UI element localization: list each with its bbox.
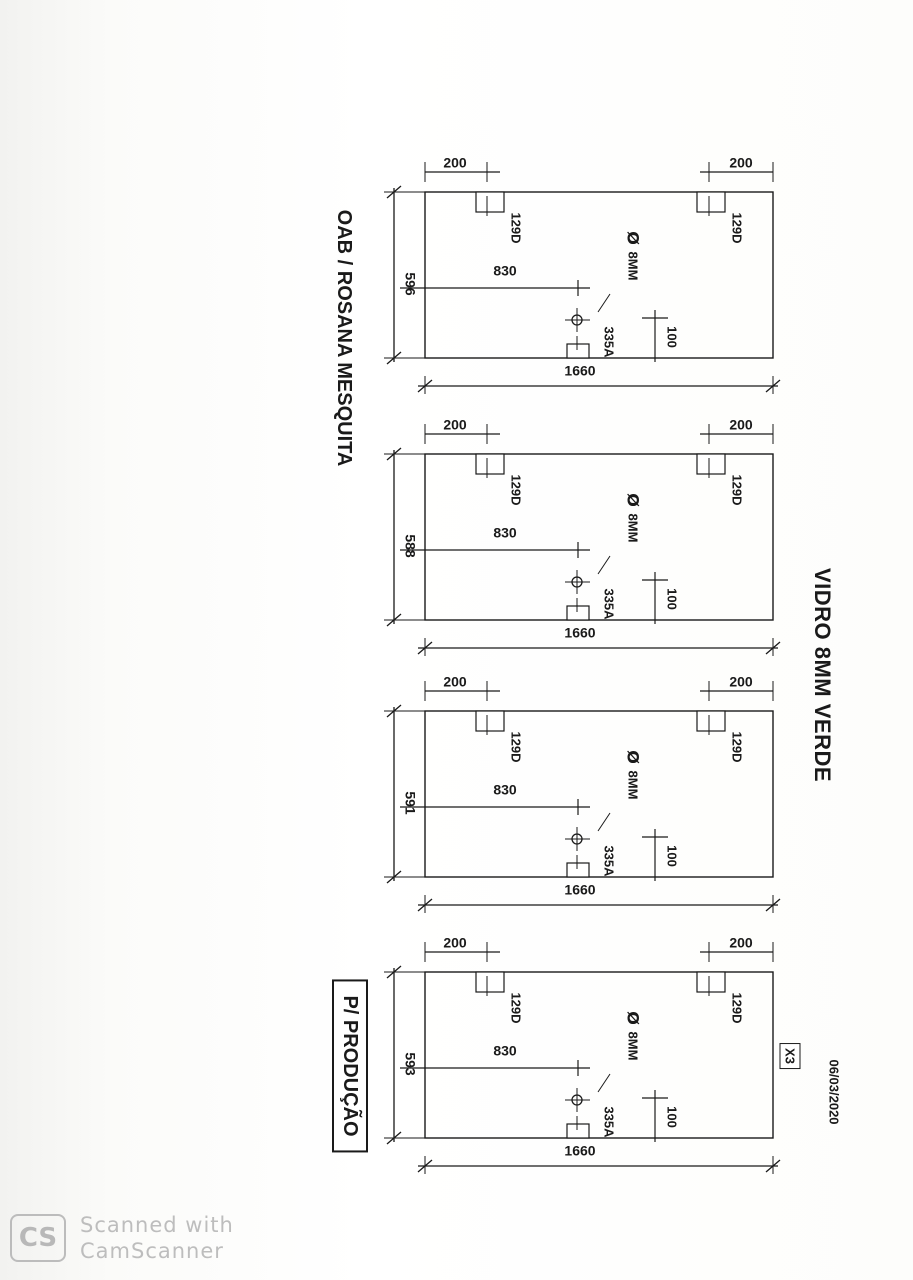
lock-cutout: [566, 1123, 590, 1139]
glass-spec-title: VIDRO 8MM VERDE: [810, 567, 835, 783]
handle-distance-label: 830: [493, 525, 517, 541]
hole-diameter-label: 8MM: [626, 1032, 641, 1061]
width-arrow-tick: [417, 379, 433, 393]
hinge-cutout-top: [475, 710, 505, 732]
width-arrow-tick: [417, 641, 433, 655]
height-arrow-tick: [386, 351, 402, 365]
hole-leader-line: [597, 293, 611, 313]
hinge-offset-label-bottom: 200: [729, 674, 753, 690]
width-arrow-tick: [765, 379, 781, 393]
scanner-watermark: CS Scanned with CamScanner: [10, 1212, 234, 1265]
watermark-line-1: Scanned with: [80, 1213, 234, 1237]
client-name: OAB / ROSANA MESQUITA: [333, 209, 355, 467]
hinge-code-bottom: 129D: [730, 992, 745, 1023]
lock-cutout: [566, 343, 590, 359]
glass-panel-1: 596 1660 200 200 129D 129D 830 335A Ø 8MM 100: [384, 155, 781, 394]
height-arrow-tick: [386, 704, 402, 718]
hinge-cutout-bottom: [696, 453, 726, 475]
hole-diameter-label: 8MM: [626, 514, 641, 543]
hole-diameter-annotation: Ø 8MM: [624, 493, 643, 542]
drawing-date: 06/03/2020: [826, 1059, 842, 1125]
width-arrow-tick: [765, 641, 781, 655]
hinge-cutout-top: [475, 453, 505, 475]
hinge-offset-label-top: 200: [443, 935, 467, 951]
hinge-code-top: 129D: [509, 731, 524, 762]
hole-leader-line: [597, 555, 611, 575]
quantity-box: X3: [779, 1043, 801, 1069]
camscanner-logo-icon: CS: [10, 1214, 66, 1263]
hole-leader-line: [597, 812, 611, 832]
hole-diameter-label: 8MM: [626, 771, 641, 800]
hole-offset-label: 100: [665, 1106, 680, 1128]
height-arrow-tick: [386, 185, 402, 199]
hinge-cutout-bottom: [696, 971, 726, 993]
hole-diameter-annotation: Ø 8MM: [624, 750, 643, 799]
diameter-symbol-icon: Ø: [624, 231, 643, 245]
width-label: 1660: [564, 363, 595, 379]
hinge-cutout-top: [475, 971, 505, 993]
hinge-cutout-bottom: [696, 191, 726, 213]
handle-distance-label: 830: [493, 782, 517, 798]
diameter-symbol-icon: Ø: [624, 493, 643, 507]
height-label: 591: [402, 791, 418, 815]
panel-outline: [424, 971, 774, 1139]
height-arrow-tick: [386, 447, 402, 461]
hinge-code-top: 129D: [509, 992, 524, 1023]
height-arrow-tick: [386, 870, 402, 884]
hole-diameter-annotation: Ø 8MM: [624, 231, 643, 280]
panel-outline: [424, 710, 774, 878]
hole-diameter-annotation: Ø 8MM: [624, 1011, 643, 1060]
hinge-code-bottom: 129D: [730, 212, 745, 243]
hinge-offset-label-top: 200: [443, 155, 467, 171]
height-label: 593: [402, 1052, 418, 1076]
width-arrow-tick: [765, 898, 781, 912]
hinge-offset-label-top: 200: [443, 417, 467, 433]
lock-cutout: [566, 605, 590, 621]
lock-code-label: 335A: [602, 845, 617, 877]
height-arrow-tick: [386, 965, 402, 979]
diameter-symbol-icon: Ø: [624, 1011, 643, 1025]
handle-distance-label: 830: [493, 1043, 517, 1059]
hole-leader-line: [597, 1073, 611, 1093]
height-label: 596: [402, 272, 418, 296]
hinge-code-bottom: 129D: [730, 474, 745, 505]
glass-panel-4: 593 1660 200 200 129D 129D 830 335A Ø 8MM 100: [384, 935, 781, 1174]
hinge-offset-label-bottom: 200: [729, 155, 753, 171]
hole-offset-label: 100: [665, 588, 680, 610]
panel-outline: [424, 453, 774, 621]
hinge-offset-label-bottom: 200: [729, 935, 753, 951]
hinge-code-top: 129D: [509, 212, 524, 243]
hinge-cutout-top: [475, 191, 505, 213]
handle-distance-label: 830: [493, 263, 517, 279]
lock-cutout: [566, 862, 590, 878]
glass-panel-3: 591 1660 200 200 129D 129D 830 335A Ø 8MM 100: [384, 674, 781, 913]
width-arrow-tick: [765, 1159, 781, 1173]
hole-offset-label: 100: [665, 845, 680, 867]
hinge-offset-label-bottom: 200: [729, 417, 753, 433]
lock-code-label: 335A: [602, 588, 617, 620]
width-label: 1660: [564, 882, 595, 898]
hole-diameter-label: 8MM: [626, 252, 641, 281]
hinge-code-bottom: 129D: [730, 731, 745, 762]
hinge-cutout-bottom: [696, 710, 726, 732]
width-label: 1660: [564, 1143, 595, 1159]
production-stamp: P/ PRODUÇÃO: [332, 979, 368, 1153]
hole-offset-label: 100: [665, 326, 680, 348]
height-label: 588: [402, 534, 418, 558]
hinge-offset-label-top: 200: [443, 674, 467, 690]
lock-code-label: 335A: [602, 1106, 617, 1138]
glass-panel-2: 588 1660 200 200 129D 129D 830 335A Ø 8MM 100: [384, 417, 781, 656]
watermark-line-2: CamScanner: [80, 1239, 224, 1264]
width-arrow-tick: [417, 898, 433, 912]
diameter-symbol-icon: Ø: [624, 750, 643, 764]
hinge-code-top: 129D: [509, 474, 524, 505]
width-arrow-tick: [417, 1159, 433, 1173]
height-arrow-tick: [386, 1131, 402, 1145]
width-label: 1660: [564, 625, 595, 641]
panel-outline: [424, 191, 774, 359]
lock-code-label: 335A: [602, 326, 617, 358]
height-arrow-tick: [386, 613, 402, 627]
